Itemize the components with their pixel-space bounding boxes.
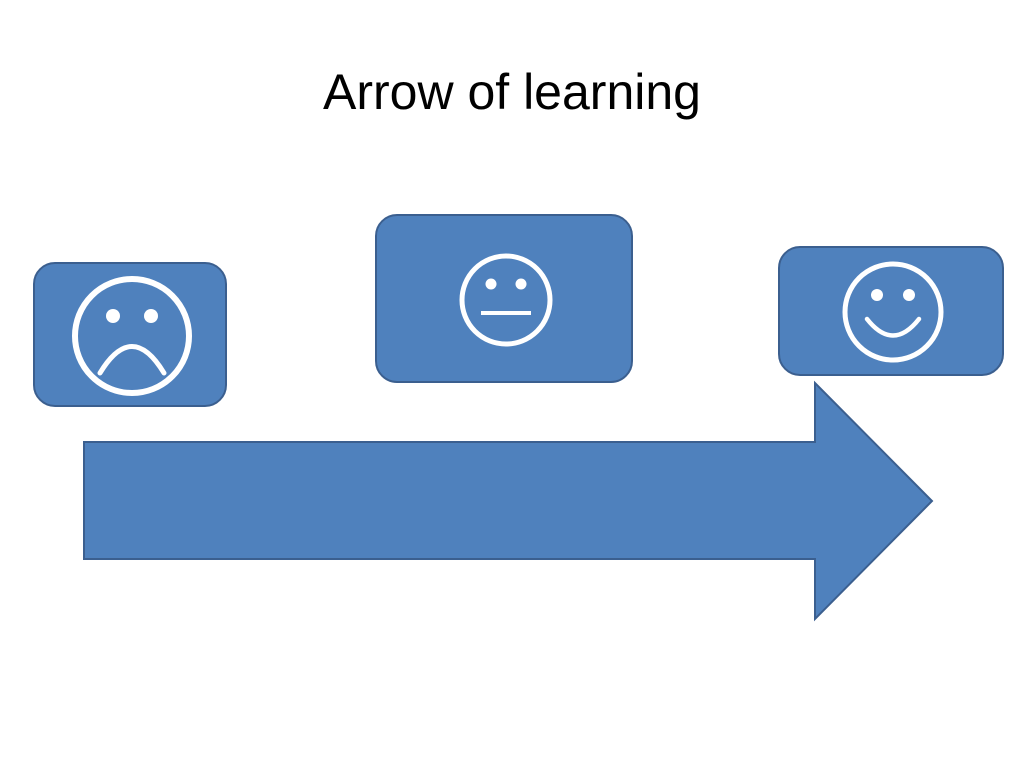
happy-face-icon — [842, 261, 944, 363]
neutral-face-icon — [459, 253, 553, 347]
neutral-face-box — [375, 214, 633, 383]
slide-title: Arrow of learning — [323, 64, 701, 120]
arrow-shape — [83, 380, 934, 622]
happy-face-box — [778, 246, 1004, 376]
sad-face-icon — [72, 276, 192, 396]
sad-face-box — [33, 262, 227, 407]
